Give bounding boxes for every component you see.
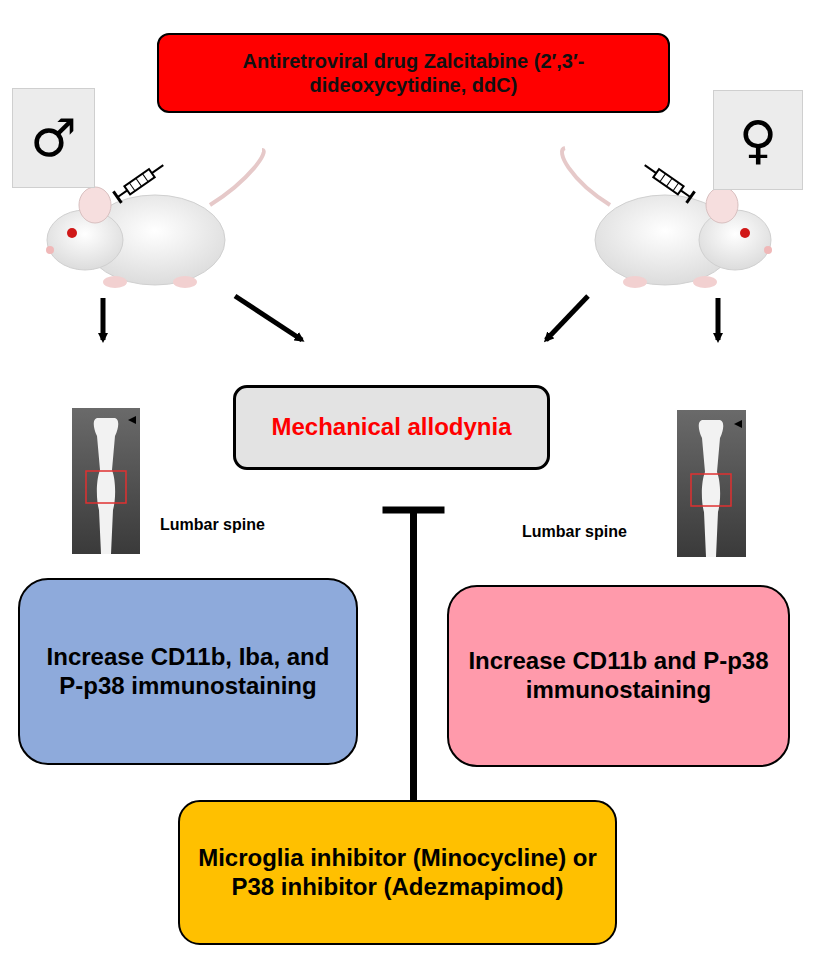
inhibition-connector <box>383 510 445 800</box>
inhibitor-box: Microglia inhibitor (Minocycline) or P38… <box>178 800 617 945</box>
spinal-cord-photo <box>677 410 746 557</box>
male-symbol: ♂ <box>30 108 77 168</box>
region-label: Lumbar spine <box>160 516 265 534</box>
outcome-box: Mechanical allodynia <box>233 385 550 470</box>
female-finding-box: Increase CD11b and P-p38 immunostaining <box>447 585 790 767</box>
spinal-cord-photo <box>72 408 140 554</box>
flow-arrow <box>103 296 718 340</box>
node-text: Increase CD11b, Iba, and P-p38 immunosta… <box>38 643 338 701</box>
symbol-box: ♂ <box>12 88 95 188</box>
node-text: Increase CD11b and P-p38 immunostaining <box>467 647 770 705</box>
female-symbol: ♀ <box>739 110 777 170</box>
node-text: Microglia inhibitor (Minocycline) or P38… <box>198 844 597 902</box>
syringe-icon <box>113 159 167 203</box>
node-text: Antiretroviral drug Zalcitabine (2′,3′-d… <box>177 49 650 97</box>
drug-box: Antiretroviral drug Zalcitabine (2′,3′-d… <box>157 33 670 113</box>
symbol-box: ♀ <box>713 90 803 190</box>
syringe-icon <box>641 159 695 203</box>
male-finding-box: Increase CD11b, Iba, and P-p38 immunosta… <box>18 578 358 765</box>
region-label: Lumbar spine <box>522 523 627 541</box>
node-text: Mechanical allodynia <box>271 413 511 442</box>
